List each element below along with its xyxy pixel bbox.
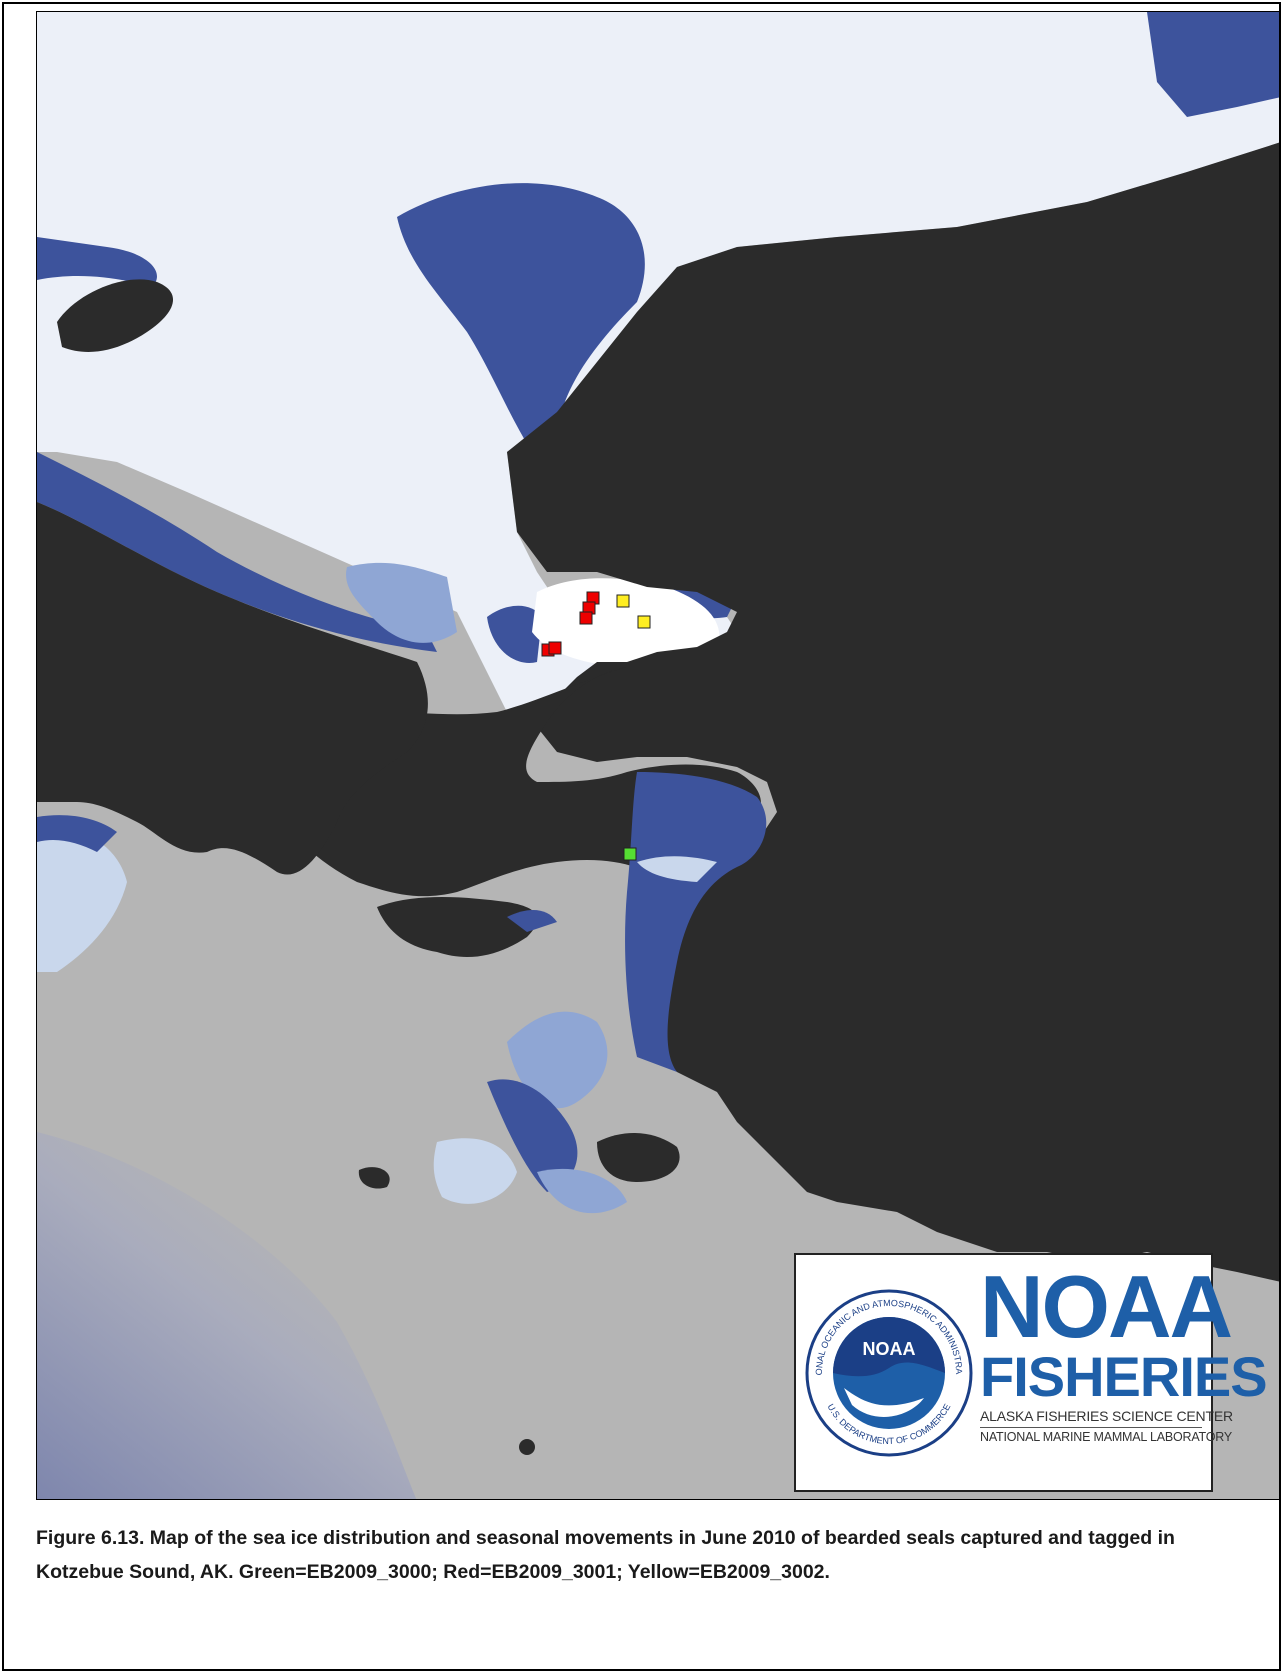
- land-wrangel-island: [57, 279, 174, 352]
- track-green: [623, 847, 637, 861]
- logo-noaa: NOAA: [980, 1257, 1233, 1356]
- marker-green-1: [623, 847, 637, 861]
- ice-patch-light-1: [346, 562, 457, 643]
- marker-yellow-1: [616, 594, 630, 608]
- sea-ice-map: NATIONAL OCEANIC AND ATMOSPHERIC ADMINIS…: [36, 11, 1280, 1500]
- noaa-seal-icon: NATIONAL OCEANIC AND ATMOSPHERIC ADMINIS…: [804, 1263, 973, 1457]
- dense-sea-ice: [37, 12, 1279, 732]
- ice-norton-sound: [625, 772, 767, 1072]
- ice-patch-pale-1: [433, 1138, 517, 1204]
- land-nunivak-island: [597, 1132, 680, 1182]
- ice-st-lawrence: [507, 910, 557, 932]
- deep-water-shading: [37, 1132, 417, 1499]
- marker-red-3: [579, 611, 593, 625]
- ice-band-cape: [397, 183, 645, 452]
- marker-red-5: [548, 641, 562, 655]
- ice-band-nw: [37, 237, 157, 287]
- seal-center-label: NOAA: [863, 1339, 916, 1359]
- logo-subtitle-2: NATIONAL MARINE MAMMAL LABORATORY: [980, 1427, 1232, 1444]
- ice-patch-light-3: [537, 1168, 627, 1214]
- noaa-fisheries-logo: NATIONAL OCEANIC AND ATMOSPHERIC ADMINIS…: [794, 1253, 1268, 1492]
- ice-patch-mid-1: [487, 605, 542, 663]
- land-chukotka: [37, 502, 428, 875]
- logo-fisheries: FISHERIES: [980, 1345, 1268, 1408]
- land-st-lawrence-island: [377, 897, 538, 957]
- map-canvas: [37, 12, 1279, 1499]
- land-alaska: [507, 142, 1279, 1282]
- ice-patch-pale-2: [37, 829, 127, 972]
- ice-band-ne: [1147, 12, 1279, 117]
- kotzebue-fast-ice: [532, 578, 720, 672]
- ice-patch-mid-2: [487, 1079, 578, 1192]
- ice-patch-light-2: [507, 1011, 608, 1109]
- figure-caption: Figure 6.13. Map of the sea ice distribu…: [36, 1527, 1175, 1583]
- island-small-1: [519, 1439, 535, 1455]
- track-yellow: [616, 594, 651, 629]
- ice-patch-mid-3: [37, 815, 117, 852]
- ice-norton-pale: [637, 856, 717, 882]
- logo-subtitle-1: ALASKA FISHERIES SCIENCE CENTER: [980, 1408, 1233, 1424]
- island-small-2: [358, 1167, 390, 1189]
- logo-wordmark: NOAA FISHERIES ALASKA FISHERIES SCIENCE …: [980, 1257, 1268, 1444]
- track-red: [541, 591, 600, 657]
- marker-yellow-2: [637, 615, 651, 629]
